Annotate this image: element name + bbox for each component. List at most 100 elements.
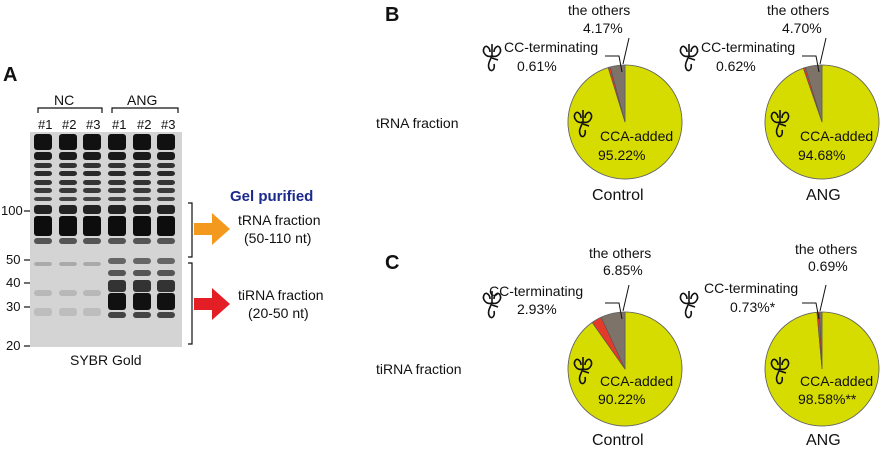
ang-bracket [111, 107, 179, 113]
others-leader-line [622, 37, 630, 65]
gel-band [59, 238, 77, 244]
gel-band [59, 163, 77, 168]
gel-band [133, 163, 151, 168]
gel-band [157, 152, 175, 160]
condition-label: Control [592, 187, 644, 204]
row-label-trna: tRNA fraction [376, 115, 459, 131]
gel-band [83, 171, 101, 176]
condition-label: ANG [806, 432, 841, 449]
pie-outline [567, 311, 683, 427]
gel-lanes [34, 134, 175, 318]
gel-band [59, 171, 77, 176]
gel-band [157, 238, 175, 244]
gel-band [83, 134, 101, 150]
pie-outline [764, 311, 880, 427]
cca-pct: 90.22% [598, 391, 646, 407]
gel-band [34, 180, 52, 185]
gel-band [108, 163, 126, 168]
gel-band [133, 293, 151, 310]
others-pct: 0.69% [808, 258, 848, 274]
gel-band [157, 134, 175, 150]
gel-band [34, 238, 52, 244]
gel-band [108, 238, 126, 244]
cc-leader-line [802, 55, 820, 73]
gel-band [59, 188, 77, 193]
others-label: the others [767, 2, 830, 18]
gel-band [59, 134, 77, 150]
gel-purified-label: Gel purified [230, 188, 314, 205]
gel-band [83, 188, 101, 193]
cc-pct: 0.62% [716, 58, 756, 74]
gel-band [59, 262, 77, 266]
gel-band [157, 180, 175, 185]
panel-letter-a: A [3, 64, 18, 86]
gel-lane [83, 134, 101, 316]
panel-letter-b: B [385, 4, 400, 26]
others-label: the others [568, 2, 631, 18]
gel-band [59, 152, 77, 160]
cca-pct: 95.22% [598, 147, 646, 163]
gel-band [108, 293, 126, 310]
gel-band [83, 308, 101, 316]
cc-label: CC-terminating [489, 283, 584, 299]
gel-band [83, 290, 101, 296]
tirna-bracket [188, 262, 193, 345]
gel-band [59, 290, 77, 296]
gel-band [157, 258, 175, 264]
stain-label: SYBR Gold [70, 352, 142, 368]
trna-structure-icon [482, 43, 502, 72]
lane-label: #3 [86, 117, 101, 132]
others-leader-line [819, 284, 827, 312]
trna-structure-icon [679, 290, 699, 319]
gel-band [83, 152, 101, 160]
gel-band [108, 280, 126, 292]
gel-band [83, 205, 101, 214]
others-leader-line [819, 37, 827, 65]
marker-ticks [24, 210, 30, 347]
gel-band [133, 180, 151, 185]
group-label-nc: NC [54, 92, 75, 108]
row-label-tirna: tiRNA fraction [376, 361, 462, 377]
lane-label: #1 [112, 117, 127, 132]
gel-lane [34, 134, 52, 316]
gel-band [34, 205, 52, 214]
gel-band [34, 216, 52, 236]
gel-band [34, 152, 52, 160]
cc-leader-line [605, 55, 623, 73]
gel-band [34, 262, 52, 266]
gel-lane [157, 134, 175, 318]
gel-band [133, 188, 151, 193]
condition-label: Control [592, 432, 644, 449]
group-label-ang: ANG [127, 92, 158, 108]
gel-lane [133, 134, 151, 318]
trna-range-label: (50-110 nt) [244, 230, 312, 246]
tirna-fraction-label: tiRNA fraction [238, 287, 324, 303]
gel-band [108, 152, 126, 160]
pie-outline [764, 64, 880, 180]
gel-band [133, 205, 151, 214]
cc-pct: 0.61% [517, 58, 557, 74]
gel-band [59, 180, 77, 185]
gel-band [59, 216, 77, 236]
gel-band [133, 312, 151, 318]
gel-band [34, 308, 52, 316]
gel-band [157, 171, 175, 176]
gel-band [59, 197, 77, 201]
gel-band [133, 134, 151, 150]
gel-band [133, 152, 151, 160]
gel-band [157, 312, 175, 318]
others-pct: 4.70% [782, 20, 822, 36]
cca-pct: 94.68% [798, 147, 846, 163]
trna-bracket [188, 202, 193, 258]
gel-band [133, 216, 151, 236]
gel-band [34, 171, 52, 176]
gel-lane [59, 134, 77, 316]
gel-band [108, 312, 126, 318]
panel-letter-c: C [385, 252, 400, 274]
gel-band [34, 163, 52, 168]
trna-fraction-label: tRNA fraction [238, 212, 321, 228]
gel-band [157, 216, 175, 236]
gel-band [34, 188, 52, 193]
gel-band [157, 197, 175, 201]
